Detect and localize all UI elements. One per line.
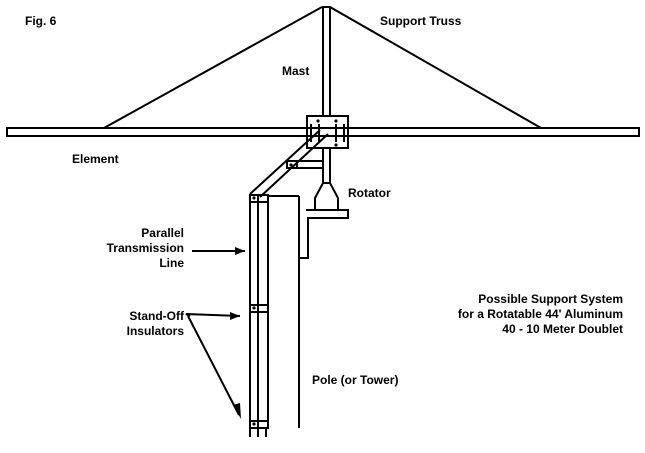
arrowhead-transmission-line bbox=[235, 247, 245, 255]
center-mount-plate bbox=[306, 115, 349, 149]
support-truss-left bbox=[103, 6, 323, 129]
insulator-top bbox=[249, 194, 269, 203]
support-truss-right bbox=[329, 6, 542, 129]
label-pole: Pole (or Tower) bbox=[312, 373, 399, 387]
feedline-diagonal-2 bbox=[259, 133, 329, 198]
leader-insulators bbox=[185, 313, 241, 317]
leader-insulators-bottom bbox=[187, 315, 240, 416]
label-rotator: Rotator bbox=[348, 186, 391, 200]
arrowhead-insulators bbox=[230, 312, 240, 320]
feedline-diagonal-1 bbox=[249, 129, 321, 195]
insulator-middle bbox=[249, 304, 269, 313]
label-insulators: Stand-Off Insulators bbox=[126, 309, 184, 338]
figure-label: Fig. 6 bbox=[25, 14, 57, 28]
label-mast: Mast bbox=[282, 64, 310, 78]
rotator-bracket bbox=[299, 209, 349, 259]
label-element: Element bbox=[72, 152, 119, 166]
arrowhead-insulators-bottom bbox=[233, 403, 241, 419]
figure-caption: Possible Support System for a Rotatable … bbox=[457, 292, 623, 336]
rotator bbox=[314, 182, 339, 211]
label-transmission-line: Parallel Transmission Line bbox=[106, 226, 184, 270]
label-support-truss: Support Truss bbox=[380, 14, 462, 28]
